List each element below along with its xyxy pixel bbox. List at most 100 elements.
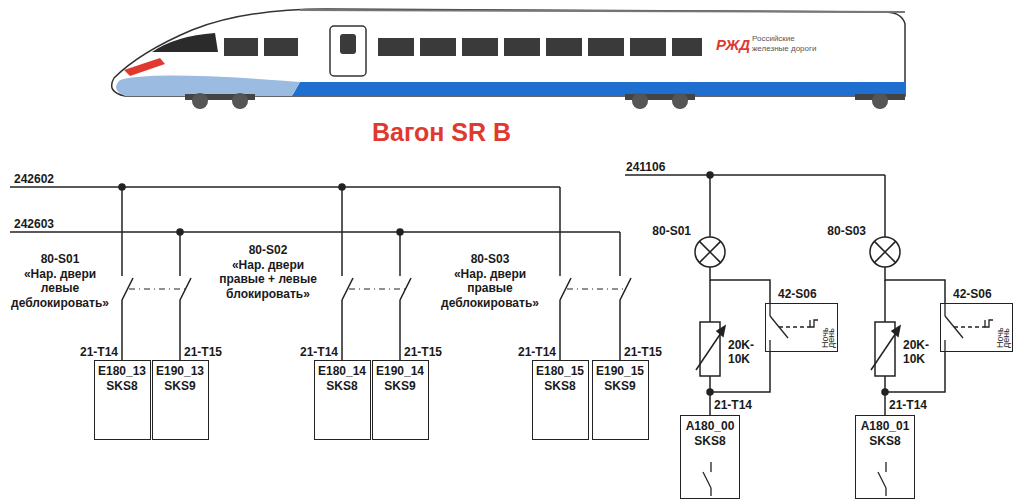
wire [559,300,561,360]
junction-dot [397,229,403,235]
resistor-arrow [717,326,725,336]
switch-link [954,326,985,327]
wire [559,187,561,276]
terminal-name: E180_15 SKS8 [536,364,584,394]
terminal-name: A180_01 SKS8 [861,419,910,449]
wire-label: 241106 [626,160,665,174]
terminal-name: A180_00 SKS8 [686,419,735,449]
lamp-symbol [874,241,895,262]
switch-caption: «Нар. двери левые деблокировать» [4,267,116,310]
mode-text: день [1002,328,1011,348]
terminal-name: E180_13 SKS8 [98,364,146,394]
wire-label: 80-S03 [827,224,866,238]
junction-dot [177,229,183,235]
wire [619,300,621,360]
wire [709,280,711,322]
train-illustration [112,9,905,109]
wire-label: 42-S06 [778,287,817,301]
wire-label: 80-S02 [218,243,318,257]
terminal-box: A180_01 SKS8 [855,415,915,499]
terminal-box: A180_00 SKS8 [680,415,740,499]
wire [769,340,770,351]
switch-caption: «Нар. двери правые деблокировать» [440,267,540,310]
wire-label: 21-T14 [714,398,752,412]
wire [121,187,123,276]
wire-label: 80-S01 [4,252,116,266]
wire [121,300,123,360]
diagram-title: Вагон SR B [372,118,511,147]
terminal-box: E180_13 SKS8 [94,360,151,440]
switch-blade [703,472,711,488]
lamp-symbol [870,237,900,267]
switch-link [567,288,625,289]
junction-dot [882,389,888,395]
lamp-symbol [699,241,720,262]
switch-blade [180,278,191,300]
junction-dot [119,184,125,190]
contact-symbol [945,304,993,351]
detent [985,320,993,327]
wire-label: 80-S01 [652,224,691,238]
switch-caption: 20K- 10K [728,338,762,367]
lamp-symbol [695,237,725,267]
wire [944,340,945,351]
terminal-box: E190_14 SKS9 [372,360,429,440]
terminal-name: E190_14 SKS9 [376,364,424,394]
switch-caption: «Нар. двери правые + левые блокировать» [218,258,318,301]
junction-dot [339,184,345,190]
wire [341,187,343,276]
switch-link [779,326,810,327]
switch-link [129,288,185,289]
wire [399,300,401,360]
wire [341,300,343,360]
contact-symbol [878,462,886,496]
wire [710,267,770,303]
terminal-box: E180_14 SKS8 [314,360,371,440]
switch-caption: 20K- 10K [903,338,937,367]
wire [179,300,181,360]
switch-link [349,288,405,289]
wire [769,304,770,316]
contact-symbol [703,462,711,496]
wire-label: 21-T15 [184,345,222,359]
terminal-box: E190_13 SKS9 [152,360,209,440]
day-night-switch-box: Ночьдень [765,303,838,352]
wire [619,232,621,276]
logo-text: Российские железные дороги [752,34,818,53]
lamp-symbol [699,241,720,262]
junction-dot [707,389,713,395]
wire-label: 21-T14 [889,398,927,412]
logo-mark: РЖД [716,36,750,54]
wire-label: 242603 [14,217,54,231]
wire [179,232,181,276]
wire-label: 21-T15 [624,345,662,359]
terminal-name: E190_13 SKS9 [156,364,204,394]
wire [885,488,886,496]
switch-blade [620,278,631,300]
wire-label: 21-T14 [300,345,338,359]
resistor-arrow [892,326,900,336]
resistor-arrow [696,330,723,370]
switch-blade [878,472,886,488]
mode-text: день [827,328,836,348]
contact-symbol [770,304,818,351]
wire [710,488,711,496]
day-night-switch-box: Ночьдень [940,303,1013,352]
wire [885,267,945,303]
terminal-box: E180_15 SKS8 [532,360,589,440]
terminal-box: E190_15 SKS9 [592,360,649,440]
wire-label: 42-S06 [953,287,992,301]
detent [810,320,818,327]
wire [885,462,886,472]
terminal-name: E190_15 SKS9 [596,364,644,394]
wire [884,280,886,322]
wire [399,232,401,276]
wire-label: 21-T14 [518,345,556,359]
switch-blade [400,278,411,300]
wire-label: 21-T15 [404,345,442,359]
wire-label: 80-S03 [440,252,540,266]
wire-label: 242602 [14,172,54,186]
resistor-arrow [871,330,898,370]
wire-label: 21-T14 [80,345,118,359]
